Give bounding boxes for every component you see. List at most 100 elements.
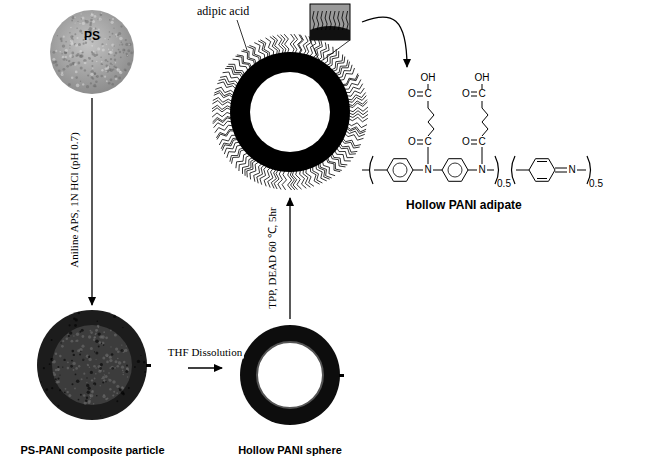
texture-dot [69,324,71,326]
texture-dot [76,333,79,336]
texture-dot [103,379,105,381]
texture-dot [120,26,122,28]
adipate-chain [342,75,359,86]
texture-dot [101,69,103,71]
texture-dot [60,342,61,343]
drawing-stroke [433,170,442,171]
ps-core [52,325,132,405]
node-label: adipic acid [197,4,249,19]
texture-dot [62,340,64,342]
texture-dot [107,66,109,68]
texture-dot [97,321,98,322]
texture-dot [87,391,90,394]
texture-dot [111,64,112,65]
drawing-stroke [471,140,477,141]
texture-dot [76,28,77,29]
adipate-chain [215,125,234,133]
texture-dot [110,58,112,60]
texture-dot [126,367,128,369]
particle-drawing [195,0,360,195]
texture-dot [69,54,72,57]
texture-dot [82,83,84,85]
texture-dot [59,355,62,358]
particle-drawing [49,9,135,95]
texture-dot [123,374,125,376]
texture-dot [90,371,93,374]
texture-dot [121,366,124,369]
hollow-core [257,342,323,408]
texture-dot [43,367,45,369]
texture-dot [98,346,100,348]
texture-dot [105,336,108,339]
texture-dot [91,391,94,394]
condition-label: Aniline APS, 1N HCl (pH 0.7) [68,130,81,269]
texture-dot [57,378,59,380]
texture-dot [55,61,56,62]
texture-dot [103,370,105,372]
texture-dot [125,370,128,373]
adipate-chain [348,102,368,108]
adipate-chain [277,35,283,55]
adipate-chain [341,74,358,85]
texture-dot [89,366,91,368]
texture-dot [91,76,93,78]
adipate-chain [266,38,274,57]
texture-dot [69,45,71,47]
texture-dot [87,365,89,367]
texture-dot [90,82,92,84]
benzene-ring [529,159,555,182]
texture-dot [96,75,99,78]
texture-dot [101,13,102,14]
texture-dot [88,401,91,404]
texture-dot [82,359,84,361]
texture-dot [108,82,111,85]
texture-dot [52,362,53,363]
adipate-chain [230,148,245,162]
texture-dot [87,364,89,366]
texture-dot [71,340,74,343]
texture-dot [81,52,82,53]
texture-dot [84,401,87,404]
texture-dot [127,62,131,66]
atom-label: C [478,137,485,147]
texture-dot [101,343,102,344]
texture-dot [101,63,103,65]
atom-label: O [462,137,470,147]
texture-dot [86,382,87,383]
texture-dot [96,329,98,331]
texture-dot [95,352,98,355]
texture-dot [99,18,102,21]
texture-dot [70,39,73,42]
texture-dot [80,81,81,82]
texture-dot [75,55,77,57]
texture-dot [81,13,82,14]
adipate-chain [300,169,307,188]
texture-dot [80,394,82,396]
atom-label: O [462,89,470,99]
texture-dot [77,21,78,22]
adipate-chain [250,161,260,179]
texture-dot [117,358,119,360]
texture-dot [65,56,67,58]
texture-dot [86,355,89,358]
texture-dot [53,372,55,374]
texture-dot [126,53,128,55]
marker-tab [146,364,151,367]
texture-dot [94,73,96,75]
texture-dot [88,57,91,60]
texture-dot [95,334,97,336]
drawing-stroke [555,168,567,169]
texture-dot [122,370,124,372]
texture-dot [118,77,121,80]
drawing-stroke [482,147,483,164]
texture-dot [83,373,85,375]
particle-drawing [0,308,185,462]
texture-dot [55,63,58,66]
texture-dot [109,36,111,38]
adipate-chain [299,35,304,55]
texture-dot [90,22,92,24]
texture-dot [102,382,104,384]
texture-dot [86,377,87,378]
texture-dot [93,339,95,341]
adipate-chain [347,93,366,100]
